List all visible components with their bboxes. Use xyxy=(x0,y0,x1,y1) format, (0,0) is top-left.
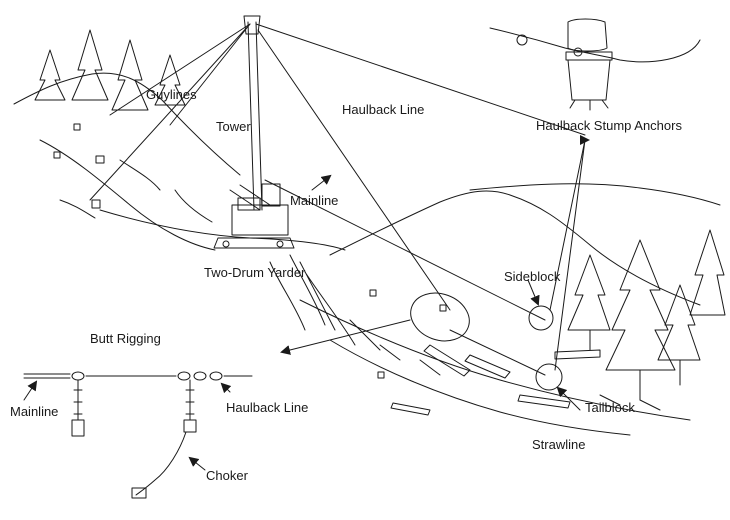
ground-line xyxy=(449,329,546,376)
valley-floor-2 xyxy=(329,339,631,436)
choker-icon xyxy=(131,419,197,499)
tower-mast-2 xyxy=(255,21,263,211)
yarder-icon xyxy=(213,183,295,249)
sideblock-arrow xyxy=(527,279,540,306)
log-icon-4 xyxy=(390,402,431,416)
label-tailblock: Tailblock xyxy=(585,400,635,415)
anchor-line-1 xyxy=(549,139,586,311)
strawline-main xyxy=(264,179,546,321)
tree-icon xyxy=(605,239,676,401)
label-tower: Tower xyxy=(216,119,251,134)
log-icon-5 xyxy=(554,349,601,360)
choker-arrow xyxy=(188,456,206,471)
back-ridge xyxy=(469,183,721,206)
log-icon-3 xyxy=(517,394,571,409)
tailblock-arrow xyxy=(556,386,581,411)
mainline-arrow xyxy=(311,174,332,191)
sideblock-icon xyxy=(528,305,554,331)
stump-icon-7 xyxy=(439,304,447,312)
mainline-detail-arrow xyxy=(23,380,38,401)
stump-icon-3 xyxy=(53,151,61,159)
tree-icon-8 xyxy=(154,54,186,106)
tailblock-icon xyxy=(535,363,563,391)
left-ridge xyxy=(13,72,241,176)
haulback-line-main xyxy=(255,23,586,136)
mainline-main xyxy=(257,29,451,311)
guyline-1 xyxy=(89,23,251,201)
label-butt-rigging: Butt Rigging xyxy=(90,331,161,346)
label-two-drum-yarder: Two-Drum Yarder xyxy=(204,265,306,280)
tower-mast xyxy=(247,21,255,211)
label-haulback-line-detail: Haulback Line xyxy=(226,400,309,415)
stump-icon-4 xyxy=(91,199,101,209)
label-strawline: Strawline xyxy=(532,437,586,452)
stump-icon-6 xyxy=(377,371,385,379)
label-sideblock: Sideblock xyxy=(504,269,561,284)
label-mainline: Mainline xyxy=(290,193,339,208)
label-guylines: Guylines xyxy=(146,87,197,102)
log-icon xyxy=(423,344,471,377)
tower-icon xyxy=(243,15,261,35)
hatching xyxy=(229,184,661,411)
tree-icon-7 xyxy=(111,39,149,111)
tree-icon-6 xyxy=(71,29,109,101)
far-mountain xyxy=(329,190,701,306)
logging-zone-ellipse xyxy=(410,292,470,342)
butt-rigging-arrow xyxy=(280,319,411,355)
log-icon-2 xyxy=(464,354,511,379)
stump-icon-2 xyxy=(95,155,105,164)
butt-rigging-detail xyxy=(23,371,253,437)
label-haulback-stump-anchors: Haulback Stump Anchors xyxy=(536,118,682,133)
haulback-detail-arrow xyxy=(220,382,232,394)
tree-icon-4 xyxy=(689,229,726,316)
tree-icon-3 xyxy=(567,254,611,351)
guyline-3 xyxy=(169,23,251,126)
tree-icon-2 xyxy=(657,284,701,386)
stump-icon-5 xyxy=(369,289,377,297)
stump-anchor-detail xyxy=(489,18,701,111)
label-choker: Choker xyxy=(206,468,248,483)
anchor-line-2 xyxy=(554,139,586,371)
guyline-2 xyxy=(109,23,251,116)
slope-strokes xyxy=(59,159,356,346)
label-mainline-detail: Mainline xyxy=(10,404,59,419)
label-haulback-line: Haulback Line xyxy=(342,102,425,117)
tree-icon-5 xyxy=(34,49,66,101)
stump-icon xyxy=(73,123,81,131)
left-slope xyxy=(39,139,216,251)
